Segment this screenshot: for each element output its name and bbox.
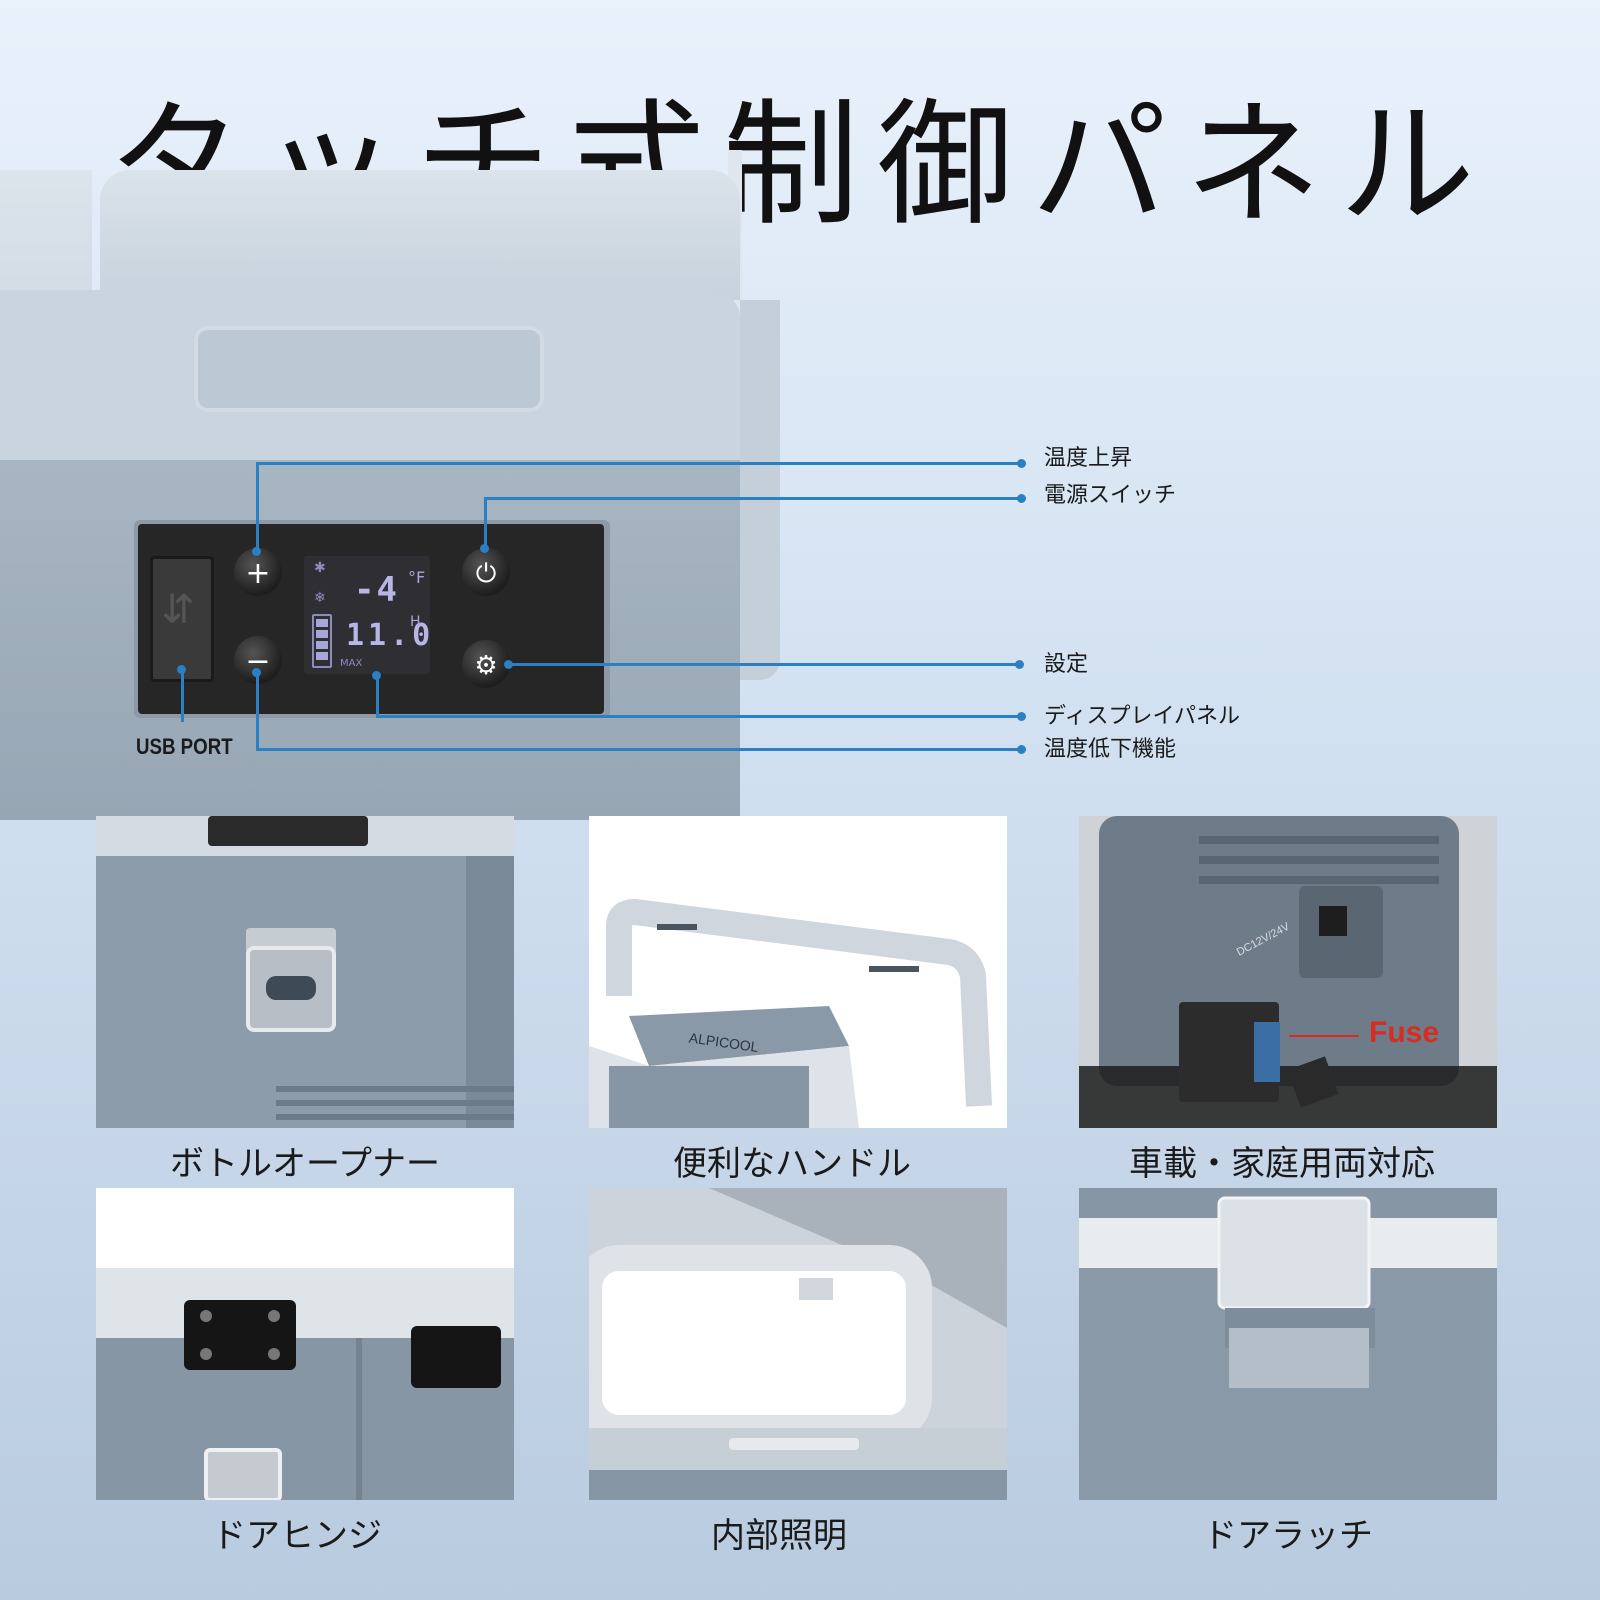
callout-dot xyxy=(1017,494,1026,503)
display-temperature: -4 xyxy=(354,570,399,610)
cooler-handle-slot xyxy=(194,326,544,412)
caption-door-latch: ドアラッチ xyxy=(1203,1516,1373,1556)
cooler-lid-top xyxy=(100,170,740,300)
interior-light-illustration xyxy=(589,1188,1007,1500)
callout-dot xyxy=(504,660,513,669)
callout-dot xyxy=(480,544,489,553)
callout-line-temp-down-v xyxy=(256,672,259,750)
usb-callout-dot xyxy=(177,665,186,674)
callout-line-power-v xyxy=(484,497,487,549)
temp-down-button[interactable]: − xyxy=(234,636,282,684)
usb-icon: ⇵ xyxy=(161,587,195,633)
caption-door-hinge: ドアヒンジ xyxy=(212,1516,382,1556)
feature-image-door-hinge xyxy=(96,1188,514,1500)
callout-dot xyxy=(252,668,261,677)
callout-dot xyxy=(1017,459,1026,468)
callout-dot xyxy=(372,671,381,680)
callout-line-display-v xyxy=(376,676,379,716)
callout-temp-down: 温度低下機能 xyxy=(1044,737,1177,762)
feature-image-bottle-opener xyxy=(96,816,514,1128)
callout-dot xyxy=(1017,712,1026,721)
callout-power-switch: 電源スイッチ xyxy=(1044,483,1177,508)
callout-line-temp-up-h xyxy=(256,462,1020,465)
callout-line-power-h xyxy=(484,497,1020,500)
callout-line-temp-down-h xyxy=(256,748,1020,751)
settings-button[interactable]: ⚙ xyxy=(462,640,510,688)
display-temp-unit: °F xyxy=(408,568,426,587)
callout-line-display-h xyxy=(376,715,1020,718)
callout-dot xyxy=(252,547,261,556)
display-voltage: 11.0 xyxy=(346,618,435,653)
display-max-label: MAX xyxy=(340,658,363,669)
feature-image-power: DC12V/24V Fuse xyxy=(1079,816,1497,1128)
door-latch-illustration xyxy=(1079,1188,1497,1500)
usb-port-label: USB PORT xyxy=(136,734,233,759)
battery-icon xyxy=(312,614,332,668)
power-button[interactable]: ⏻ xyxy=(462,548,510,596)
handle-illustration: ALPICOOL xyxy=(589,898,992,1128)
callout-line-temp-up-v xyxy=(256,462,259,552)
callout-dot xyxy=(1015,660,1024,669)
fuse-label: Fuse xyxy=(1369,1016,1440,1049)
callout-temp-up: 温度上昇 xyxy=(1044,446,1133,471)
usb-port[interactable] xyxy=(150,556,214,682)
feature-image-interior-light xyxy=(589,1188,1007,1500)
usb-callout-line xyxy=(181,668,184,722)
display-voltage-unit: H xyxy=(410,614,421,630)
door-hinge-illustration xyxy=(96,1188,514,1500)
callout-line-settings xyxy=(508,663,1018,666)
snowflake-icon: ❄ xyxy=(314,590,326,606)
callout-display-panel: ディスプレイパネル xyxy=(1044,704,1241,729)
bottle-opener-illustration xyxy=(96,816,514,1128)
caption-interior-light: 内部照明 xyxy=(711,1516,847,1556)
caption-handle: 便利なハンドル xyxy=(673,1144,911,1184)
power-socket-illustration: DC12V/24V xyxy=(1079,816,1497,1128)
bluetooth-icon: ✱ xyxy=(314,560,326,576)
callout-settings: 設定 xyxy=(1044,652,1089,677)
feature-image-handle: ALPICOOL xyxy=(589,816,1007,1128)
feature-image-door-latch xyxy=(1079,1188,1497,1500)
caption-bottle-opener: ボトルオープナー xyxy=(170,1144,440,1184)
cooler-side xyxy=(740,300,780,680)
caption-car-home: 車載・家庭用両対応 xyxy=(1129,1144,1435,1184)
temp-up-button[interactable]: + xyxy=(234,548,282,596)
callout-dot xyxy=(1017,745,1026,754)
